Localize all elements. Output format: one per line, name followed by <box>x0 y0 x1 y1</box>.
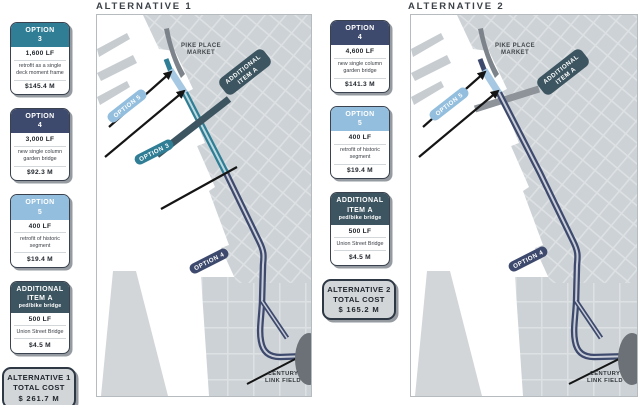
option-3-description: retrofit as a single deck moment frame <box>16 63 64 77</box>
option-4-cost: $92.3 M <box>14 165 66 176</box>
option-5-description: retrofit of historic segment <box>340 147 380 161</box>
option-5-card: OPTION 5 400 LF retrofit of historic seg… <box>10 194 70 268</box>
option-5-header-number: 5 <box>37 208 43 216</box>
additional-item-a-header-name: ADDITIONAL <box>336 197 384 205</box>
total-line-2: TOTAL COST <box>13 382 65 392</box>
alternative-2-title: ALTERNATIVE 2 <box>408 1 505 12</box>
option-3-card: OPTION 3 1,600 LF retrofit as a single d… <box>10 22 70 96</box>
option-5-header-number: 5 <box>357 120 363 128</box>
option-4-header-number: 4 <box>357 34 363 42</box>
pike-place-market-shape <box>478 28 499 78</box>
additional-item-a-length: 500 LF <box>14 316 66 327</box>
option-3-header: OPTION 3 <box>11 23 69 48</box>
total-cost-value: $ 165.2 M <box>338 305 380 315</box>
svg-text:MARKET: MARKET <box>501 50 529 56</box>
option-4-length: 3,000 LF <box>14 136 66 147</box>
piers <box>97 33 137 105</box>
option-5-header: OPTION 5 <box>331 107 389 132</box>
additional-item-a-card: ADDITIONAL ITEM A ped/bike bridge 500 LF… <box>10 280 70 354</box>
additional-item-a-header: ADDITIONAL ITEM A ped/bike bridge <box>331 193 389 225</box>
option-4-description: new single column garden bridge <box>337 61 383 75</box>
route-alternative-2 <box>477 58 635 361</box>
map-alternative-2: OPTION 5 OPTION 4 ADDITIONAL ITEM A PIKE… <box>410 14 638 397</box>
option-3-body: 1,600 LF retrofit as a single deck momen… <box>11 47 69 94</box>
option-4-body: 3,000 LF new single column garden bridge… <box>11 133 69 180</box>
svg-text:MARKET: MARKET <box>187 50 215 56</box>
alternative-1-legend: OPTION 3 1,600 LF retrofit as a single d… <box>2 20 76 405</box>
map-text-labels: PIKE PLACE MARKET CENTURY LINK FIELD <box>495 43 623 384</box>
additional-item-a-body: 500 LF Union Street Bridge $4.5 M <box>331 225 389 265</box>
additional-item-a-length: 500 LF <box>334 228 386 239</box>
additional-item-a-header: ADDITIONAL ITEM A ped/bike bridge <box>11 281 69 313</box>
option-4-card: OPTION 4 3,000 LF new single column gard… <box>10 108 70 182</box>
option-4-header-name: OPTION <box>345 25 375 32</box>
option-4-header: OPTION 4 <box>331 21 389 46</box>
option-4-length: 4,600 LF <box>334 48 386 59</box>
waterfront-area <box>415 271 482 396</box>
option-5-length: 400 LF <box>334 134 386 145</box>
map-text-labels: PIKE PLACE MARKET CENTURY LINK FIELD <box>181 43 301 384</box>
total-line-1: ALTERNATIVE 2 <box>327 284 391 294</box>
option-5-body: 400 LF retrofit of historic segment $19.… <box>11 220 69 267</box>
option-5-cost: $19.4 M <box>334 163 386 174</box>
total-line-2: TOTAL COST <box>333 294 385 304</box>
stadium-shape <box>295 333 311 385</box>
option-5-length: 400 LF <box>14 223 66 234</box>
option-5-description: retrofit of historic segment <box>20 235 60 249</box>
alternative-1-title: ALTERNATIVE 1 <box>96 1 193 12</box>
pike-place-market-label: PIKE PLACE <box>181 43 221 49</box>
option-3-length: 1,600 LF <box>14 50 66 61</box>
century-link-field-label: CENTURY <box>268 371 299 377</box>
alternative-1-total-cost-box: ALTERNATIVE 1 TOTAL COST $ 261.7 M <box>2 366 76 405</box>
century-link-field-label: CENTURY <box>590 371 621 377</box>
additional-item-a-header-name: ADDITIONAL <box>16 285 64 293</box>
additional-item-a-body: 500 LF Union Street Bridge $4.5 M <box>11 313 69 353</box>
option-5-header: OPTION 5 <box>11 195 69 220</box>
option-4-card: OPTION 4 4,600 LF new single column gard… <box>330 20 390 94</box>
total-cost-value: $ 261.7 M <box>18 393 60 403</box>
option-3-header-number: 3 <box>37 36 43 44</box>
option-5-cost: $19.4 M <box>14 252 66 263</box>
additional-item-a-header-sub: ped/bike bridge <box>338 214 382 221</box>
pike-place-market-label: PIKE PLACE <box>495 43 535 49</box>
alternative-2-total-cost-box: ALTERNATIVE 2 TOTAL COST $ 165.2 M <box>322 278 396 321</box>
alternative-2-legend: OPTION 4 4,600 LF new single column gard… <box>322 20 396 321</box>
option-4-header-name: OPTION <box>25 113 55 121</box>
option-5-header-name: OPTION <box>25 199 55 207</box>
option-4-cost: $141.3 M <box>334 77 386 88</box>
waterfront-area <box>101 271 168 396</box>
additional-item-a-cost: $4.5 M <box>334 250 386 261</box>
svg-text:LINK FIELD: LINK FIELD <box>587 378 623 384</box>
map-alternative-1: OPTION 5 OPTION 3 OPTION 4 ADDITIONAL IT… <box>96 14 312 397</box>
additional-item-a-cost: $4.5 M <box>14 338 66 349</box>
additional-item-a-bridge-bar <box>473 85 541 113</box>
option-4-description: new single column garden bridge <box>17 149 63 163</box>
additional-item-a-header-sub: ped/bike bridge <box>18 302 62 309</box>
option-4-header: OPTION 4 <box>11 109 69 134</box>
additional-item-a-header-number: ITEM A <box>347 206 373 214</box>
option-4-header-number: 4 <box>37 122 43 130</box>
option-3-cost: $145.4 M <box>14 79 66 90</box>
option-5-header-name: OPTION <box>345 111 375 119</box>
pike-place-market-shape <box>164 28 185 78</box>
additional-item-a-header-number: ITEM A <box>27 294 53 302</box>
option-5-body: 400 LF retrofit of historic segment $19.… <box>331 131 389 178</box>
option-5-card: OPTION 5 400 LF retrofit of historic seg… <box>330 106 390 180</box>
option-4-body: 4,600 LF new single column garden bridge… <box>331 45 389 92</box>
city-street-grid <box>101 15 311 396</box>
svg-text:LINK FIELD: LINK FIELD <box>265 378 301 384</box>
additional-item-a-description: Union Street Bridge <box>16 328 64 335</box>
piers <box>411 33 451 105</box>
additional-item-a-card: ADDITIONAL ITEM A ped/bike bridge 500 LF… <box>330 192 390 266</box>
additional-item-a-description: Union Street Bridge <box>336 240 384 247</box>
stadium-shape <box>618 333 637 385</box>
option-3-header-name: OPTION <box>25 27 55 34</box>
total-line-1: ALTERNATIVE 1 <box>7 372 71 382</box>
